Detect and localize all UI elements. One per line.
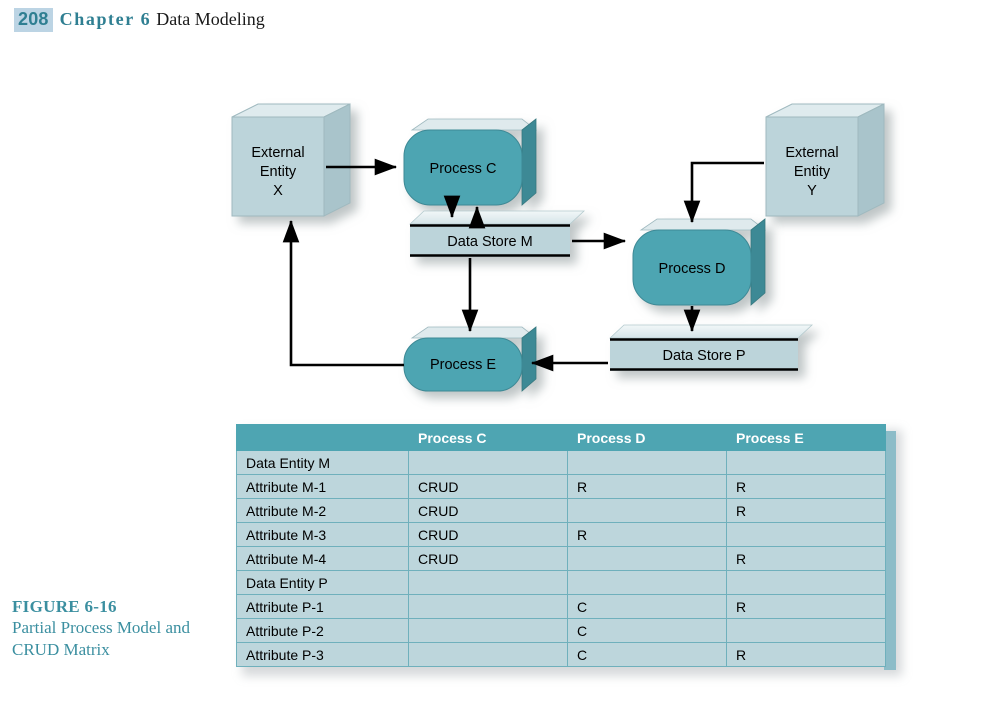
figure-title: Partial Process Model and CRUD Matrix: [12, 618, 190, 659]
chapter-label: Chapter 6: [59, 9, 152, 29]
crud-value-cell: [567, 450, 727, 475]
external-entity-x-line-3: X: [273, 183, 283, 199]
crud-value-cell: [567, 498, 727, 523]
crud-value-cell: [408, 450, 568, 475]
crud-value-cell: [408, 570, 568, 595]
attribute-label-cell: Attribute M-3: [236, 522, 409, 547]
node-process-c: [403, 118, 538, 206]
crud-header-col-0: [236, 424, 409, 451]
crud-value-cell: R: [726, 642, 886, 667]
crud-matrix-table: Process C Process D Process E Data Entit…: [236, 424, 886, 667]
crud-header-col-3: Process E: [726, 424, 886, 451]
crud-matrix-3d-edge: [884, 431, 896, 670]
crud-value-cell: C: [567, 642, 727, 667]
external-entity-x-line-1: External: [251, 145, 304, 161]
node-data-store-p: [608, 324, 814, 371]
attribute-label-cell: Attribute P-3: [236, 642, 409, 667]
flow-process-e-to-entity-x: [282, 219, 404, 367]
attribute-label-cell: Attribute M-2: [236, 498, 409, 523]
attribute-label-cell: Attribute P-2: [236, 618, 409, 643]
crud-value-cell: R: [567, 474, 727, 499]
crud-matrix-container: Process C Process D Process E Data Entit…: [236, 424, 902, 676]
attribute-label-cell: Attribute M-4: [236, 546, 409, 571]
node-process-d: [632, 218, 767, 306]
crud-value-cell: C: [567, 594, 727, 619]
crud-value-cell: [408, 594, 568, 619]
process-c-label: Process C: [430, 161, 497, 177]
external-entity-y-line-2: Entity: [794, 164, 831, 180]
crud-header-col-2: Process D: [567, 424, 727, 451]
figure-caption: FIGURE 6-16 Partial Process Model and CR…: [12, 596, 217, 660]
external-entity-y-line-3: Y: [807, 183, 817, 199]
crud-value-cell: CRUD: [408, 546, 568, 571]
crud-value-cell: R: [726, 546, 886, 571]
crud-value-cell: R: [726, 594, 886, 619]
crud-header-col-1: Process C: [408, 424, 568, 451]
crud-value-cell: [567, 546, 727, 571]
crud-value-cell: [726, 570, 886, 595]
crud-value-cell: C: [567, 618, 727, 643]
crud-matrix-header-row: Process C Process D Process E: [236, 424, 886, 451]
table-row: Data Entity M: [236, 450, 886, 475]
figure-number: FIGURE 6-16: [12, 597, 117, 616]
crud-value-cell: R: [726, 498, 886, 523]
crud-value-cell: [726, 450, 886, 475]
process-model-diagram: External Entity X External Entity Y Proc…: [0, 45, 994, 410]
node-process-e: [403, 326, 538, 392]
crud-value-cell: [408, 642, 568, 667]
external-entity-y-line-1: External: [785, 145, 838, 161]
chapter-title: Data Modeling: [156, 9, 265, 29]
attribute-label-cell: Attribute M-1: [236, 474, 409, 499]
table-row: Data Entity P: [236, 570, 886, 595]
crud-value-cell: CRUD: [408, 522, 568, 547]
external-entity-x-line-2: Entity: [260, 164, 297, 180]
entity-label-cell: Data Entity M: [236, 450, 409, 475]
crud-value-cell: R: [567, 522, 727, 547]
crud-value-cell: CRUD: [408, 498, 568, 523]
crud-value-cell: [726, 522, 886, 547]
flow-entity-y-to-process-d: [683, 161, 764, 224]
entity-label-cell: Data Entity P: [236, 570, 409, 595]
crud-value-cell: R: [726, 474, 886, 499]
crud-value-cell: [408, 618, 568, 643]
node-external-entity-y: [765, 103, 885, 217]
data-store-p-label: Data Store P: [662, 348, 745, 364]
process-d-label: Process D: [659, 261, 726, 277]
process-e-label: Process E: [430, 357, 496, 373]
crud-value-cell: [726, 618, 886, 643]
table-row: Attribute P-2 C: [236, 618, 886, 643]
node-external-entity-x: [231, 103, 351, 217]
attribute-label-cell: Attribute P-1: [236, 594, 409, 619]
crud-value-cell: [567, 570, 727, 595]
page-number: 208: [14, 8, 53, 32]
data-store-m-label: Data Store M: [447, 234, 532, 250]
crud-value-cell: CRUD: [408, 474, 568, 499]
